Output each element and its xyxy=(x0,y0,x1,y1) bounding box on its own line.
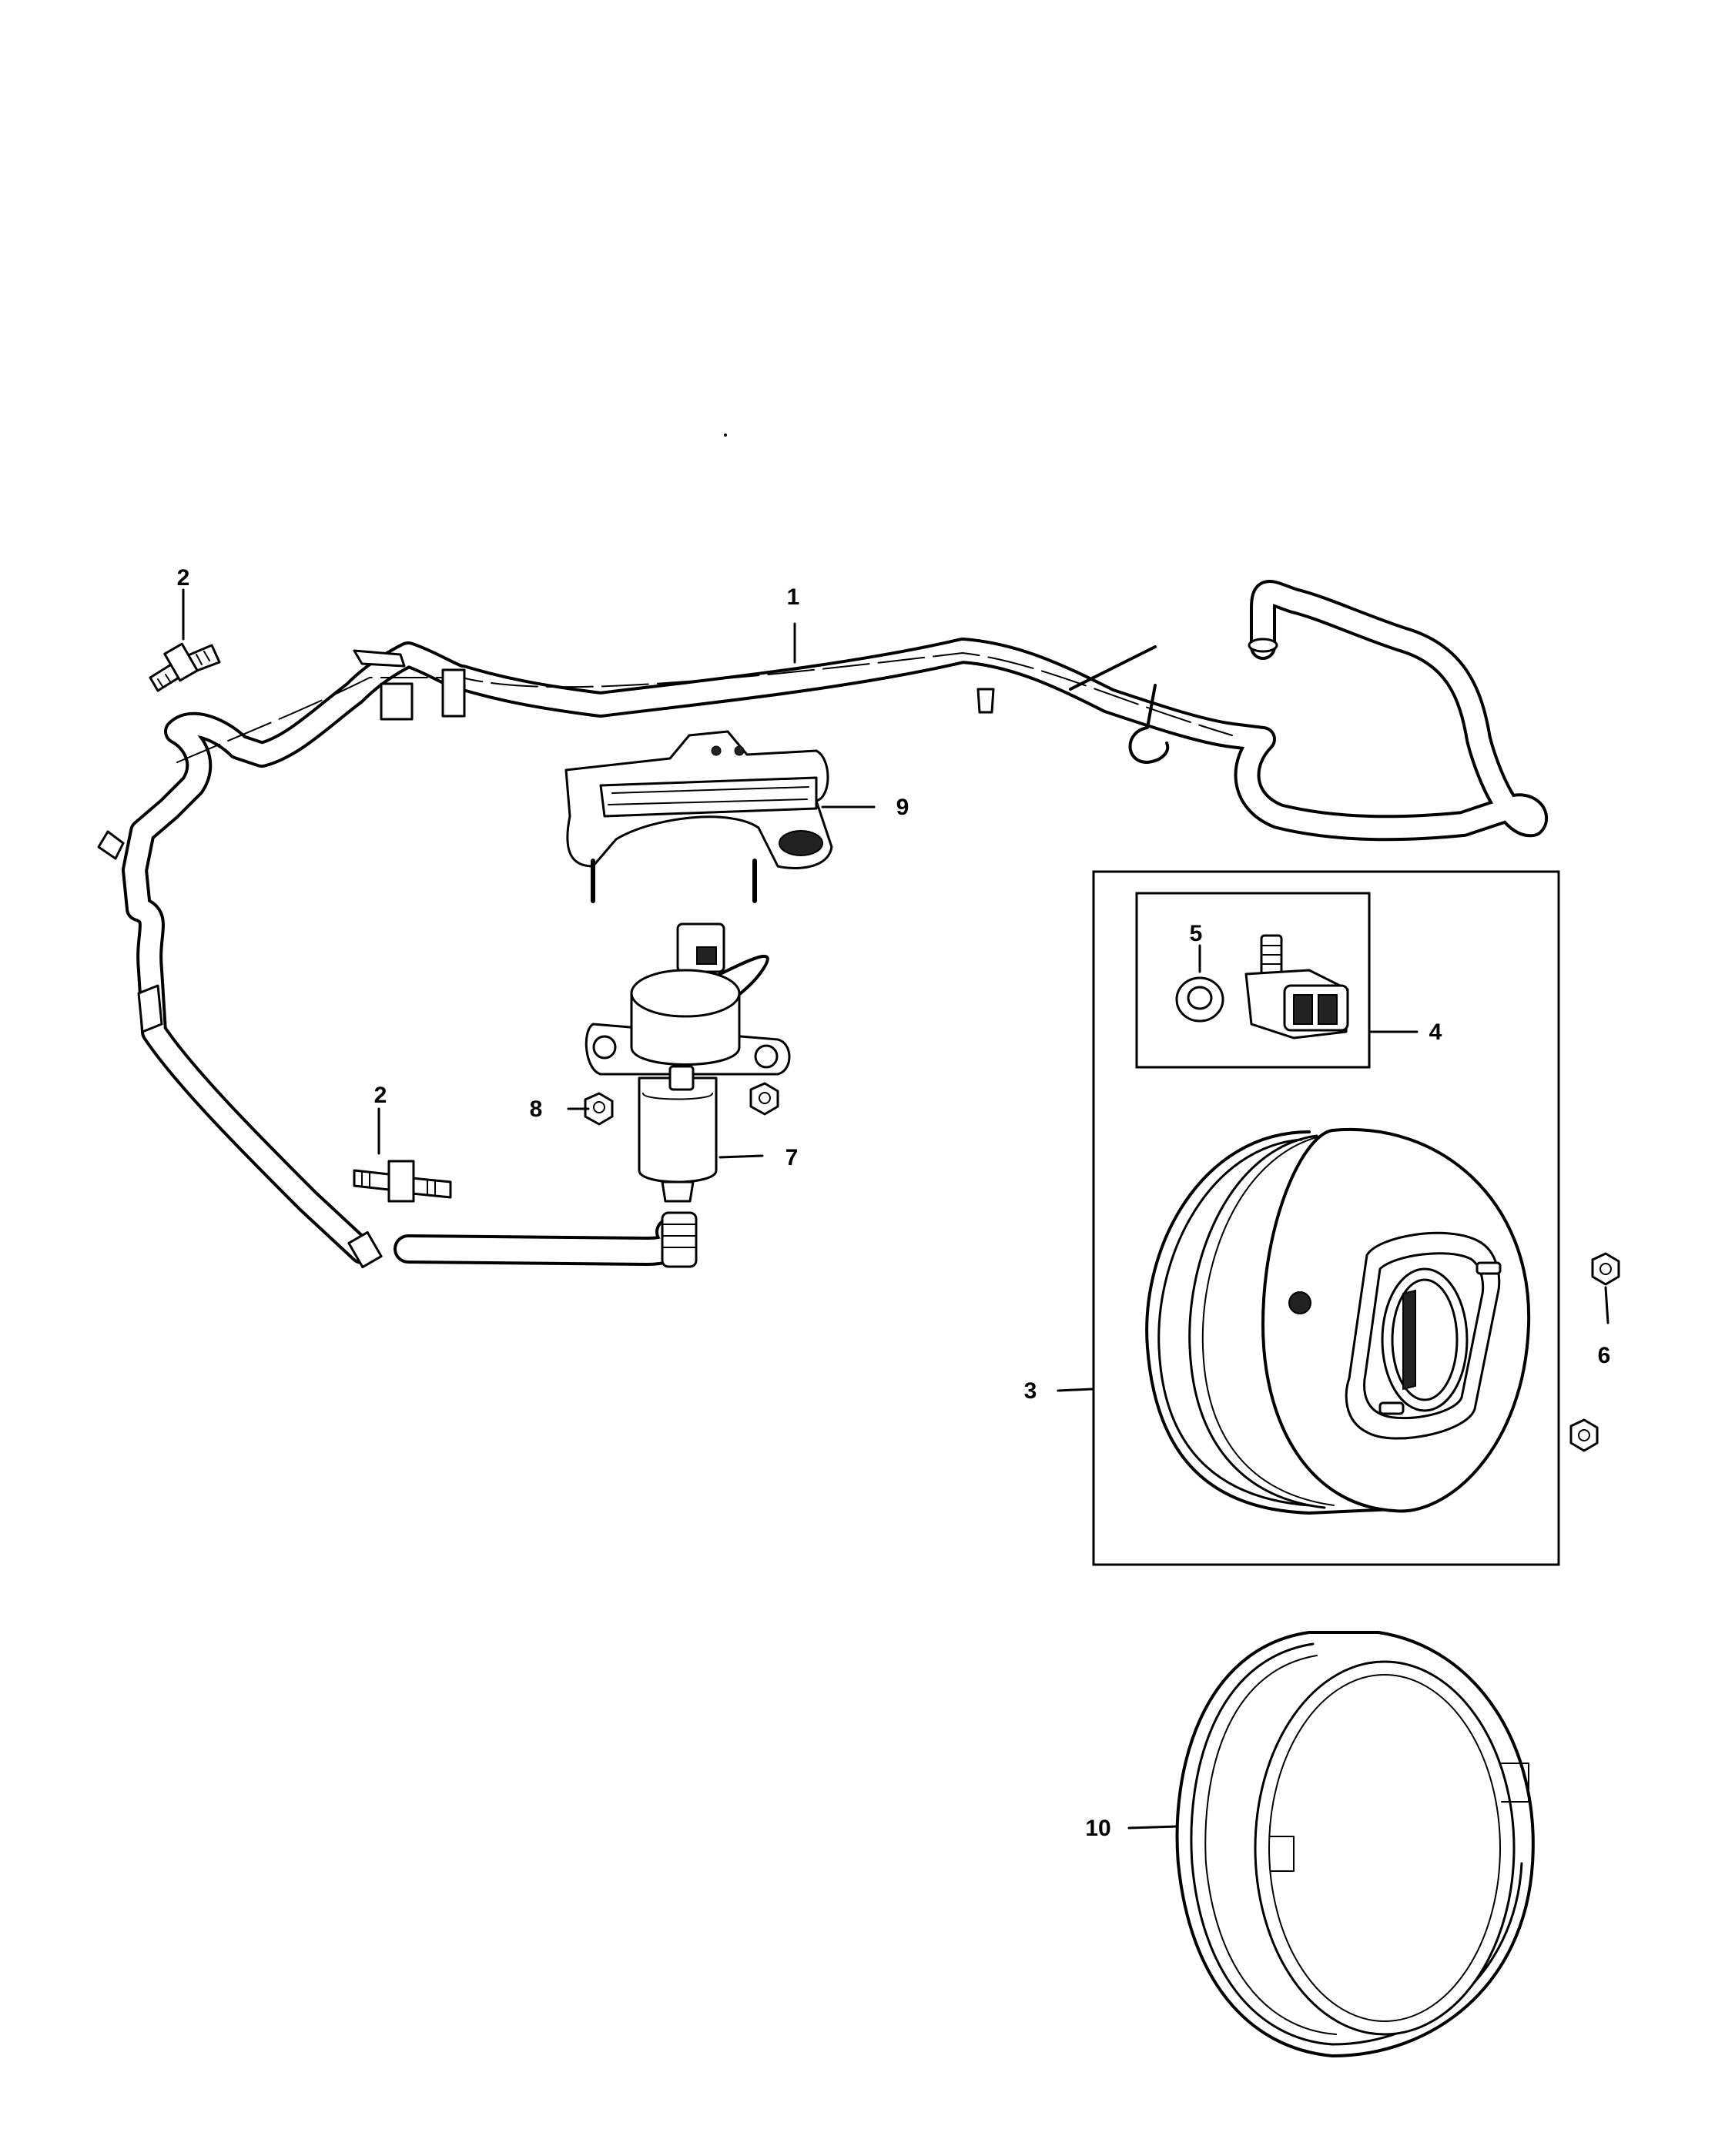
leader-lines xyxy=(182,588,1609,1830)
grommet xyxy=(1175,976,1224,1023)
callout-2-upper: 2 xyxy=(177,565,190,591)
check-valve xyxy=(1244,934,1349,1040)
nut-right xyxy=(749,1082,779,1116)
vacuum-pump-hose xyxy=(394,1211,698,1268)
callout-10: 10 xyxy=(1085,1816,1110,1841)
hose-connector-lower xyxy=(353,1160,452,1203)
booster-kit-box xyxy=(1092,870,1560,1566)
vacuum-hose-assembly xyxy=(97,580,1548,1269)
callout-7: 7 xyxy=(785,1145,799,1170)
hose-connector-upper xyxy=(149,642,221,692)
stray-dot xyxy=(724,434,727,437)
callout-2-lower: 2 xyxy=(374,1083,387,1108)
booster-nut-upper xyxy=(1591,1252,1620,1286)
callout-9: 9 xyxy=(896,795,909,820)
callout-8: 8 xyxy=(530,1096,543,1122)
check-valve-kit-box xyxy=(1135,892,1371,1069)
callout-3: 3 xyxy=(1024,1378,1037,1404)
callout-4: 4 xyxy=(1429,1019,1442,1045)
booster-nut-lower xyxy=(1569,1418,1599,1452)
callout-1: 1 xyxy=(787,584,800,610)
pump-mounting-bracket xyxy=(564,730,833,903)
nut-left xyxy=(584,1092,614,1126)
callout-6: 6 xyxy=(1598,1343,1611,1368)
vacuum-pump xyxy=(584,922,791,1203)
callout-5: 5 xyxy=(1190,921,1203,946)
brake-booster xyxy=(1145,1127,1531,1515)
booster-seal-ring xyxy=(1175,1631,1535,2057)
